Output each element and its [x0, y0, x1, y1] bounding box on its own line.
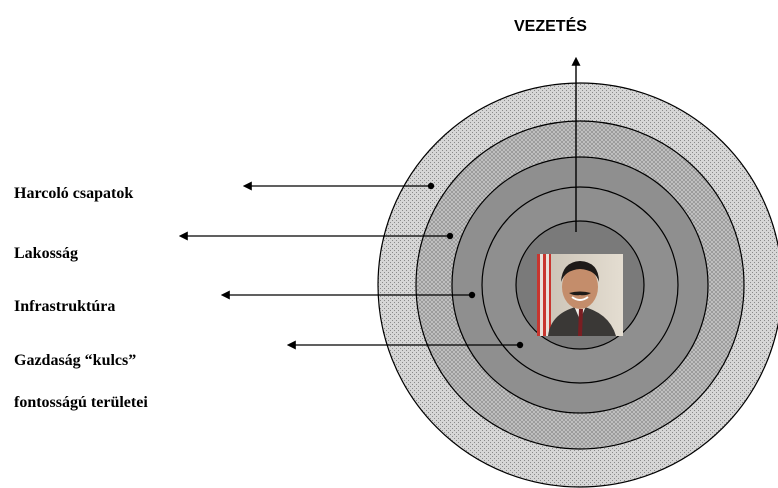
leader-portrait	[537, 254, 623, 336]
ring-label-gazdasag-line2: fontosságú területei	[14, 394, 148, 411]
arrow-infrastructure	[220, 290, 476, 300]
diagram-title: VEZETÉS	[514, 18, 587, 35]
arrow-fighting-forces	[242, 181, 435, 191]
arrow-economy	[286, 340, 524, 350]
arrow-population	[178, 231, 454, 241]
ring-label-harcolo-csapatok: Harcoló csapatok	[14, 185, 134, 202]
ring-label-gazdasag-line1: Gazdaság “kulcs”	[14, 352, 137, 369]
ring-label-lakossag: Lakosság	[14, 245, 79, 262]
ring-label-infrastruktura: Infrastruktúra	[14, 298, 116, 315]
